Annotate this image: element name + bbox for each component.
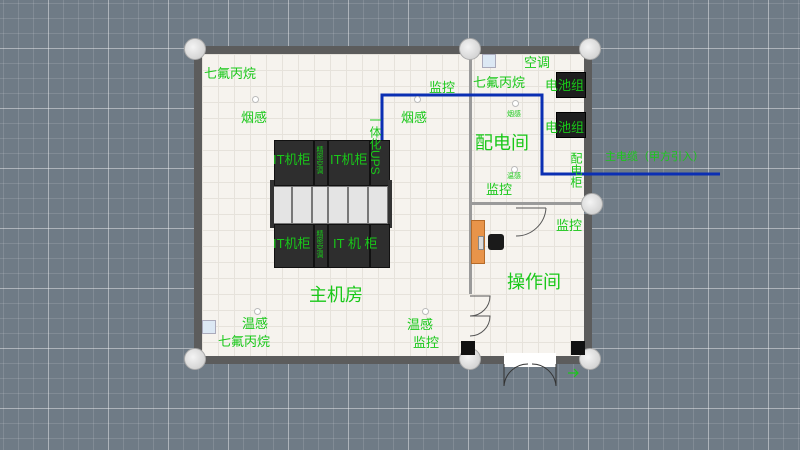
room-label-power: 配电间 — [475, 133, 529, 153]
camera-label: 监控 — [486, 182, 513, 197]
precision-ac-label: 精密空调 — [316, 146, 323, 174]
distribution-cabinet-label: 配电柜 — [569, 152, 583, 188]
cable-main — [380, 93, 720, 176]
it-cabinet — [274, 224, 314, 268]
rack-side — [388, 180, 392, 228]
fire-suppression-label: 七氟丙烷 — [218, 334, 271, 349]
it-cabinet — [328, 224, 370, 268]
wall-bottom — [194, 356, 592, 364]
interior-wall-vertical — [469, 54, 472, 294]
aircon-label: 空调 — [524, 55, 551, 70]
it-cabinet-label: IT 机 柜 — [333, 236, 378, 251]
door-op-top — [515, 207, 547, 237]
corner-node — [184, 348, 206, 370]
precision-ac-label: 精密空调 — [316, 230, 323, 258]
battery-pack — [556, 72, 586, 98]
smoke-detector-label: 烟感 — [241, 110, 268, 125]
floor-plan — [202, 54, 584, 356]
smoke-sensor-icon — [252, 96, 259, 103]
wall-right-lower — [584, 214, 592, 364]
temp-sensor-icon — [254, 308, 261, 315]
camera-label: 监控 — [413, 335, 440, 350]
it-cabinet — [370, 224, 390, 268]
corner-node — [579, 38, 601, 60]
battery-label: 电池组 — [545, 120, 585, 135]
cabinet-front — [272, 186, 292, 224]
cabinet-front — [368, 186, 388, 224]
cabinet-front — [312, 186, 328, 224]
precision-ac-unit — [314, 140, 328, 186]
main-cable-label: 主电缆（甲方引入） — [605, 151, 704, 163]
wall-top — [194, 46, 592, 54]
smoke-sensor-tiny-label: 烟感 — [507, 111, 521, 118]
temp-sensor-label: 温感 — [242, 316, 269, 331]
it-cabinet-label: IT机柜 — [273, 236, 311, 251]
smoke-sensor-icon — [512, 100, 519, 107]
office-chair — [488, 234, 504, 250]
it-cabinet-label: IT机柜 — [330, 152, 368, 167]
it-cabinet — [274, 140, 314, 186]
interior-wall-horizontal — [469, 202, 584, 205]
smoke-sensor-icon — [414, 96, 421, 103]
room-label-operation: 操作间 — [507, 272, 561, 292]
corner-node — [459, 38, 481, 60]
battery-pack — [556, 112, 586, 138]
temp-sensor-icon — [511, 166, 518, 173]
it-cabinet-label: IT机柜 — [273, 152, 311, 167]
smoke-detector-label: 烟感 — [401, 110, 428, 125]
temp-sensor-tiny-label: 温感 — [507, 173, 521, 180]
cabinet-front — [348, 186, 368, 224]
corner-node — [581, 193, 603, 215]
corner-node — [184, 38, 206, 60]
ac-unit-icon — [202, 320, 216, 334]
cabinet-front — [292, 186, 312, 224]
fire-suppression-label: 七氟丙烷 — [204, 66, 257, 81]
room-label-main: 主机房 — [309, 285, 363, 305]
temp-sensor-label: 温感 — [407, 317, 434, 332]
wall-left — [194, 46, 202, 364]
camera-label: 监控 — [429, 80, 456, 95]
cabinet-front — [328, 186, 348, 224]
monitor-screen — [478, 236, 484, 250]
camera-label: 监控 — [556, 218, 583, 233]
wall-right-upper — [584, 46, 592, 196]
ups-cabinet — [370, 140, 390, 186]
door-opening-bottom — [504, 353, 556, 367]
door-op-left — [469, 295, 491, 337]
it-cabinet — [328, 140, 370, 186]
wall-post — [461, 341, 475, 355]
precision-ac-unit — [314, 224, 328, 268]
rack-block — [270, 140, 392, 268]
rack-side — [270, 180, 274, 228]
fire-suppression-label: 七氟丙烷 — [473, 75, 526, 90]
wall-post — [571, 341, 585, 355]
temp-sensor-icon — [422, 308, 429, 315]
door-entrance — [503, 363, 557, 387]
ac-unit-icon — [482, 54, 496, 68]
battery-label: 电池组 — [545, 78, 585, 93]
ups-label: 一体化UPS — [368, 114, 382, 175]
entrance-arrow-icon — [568, 368, 579, 378]
